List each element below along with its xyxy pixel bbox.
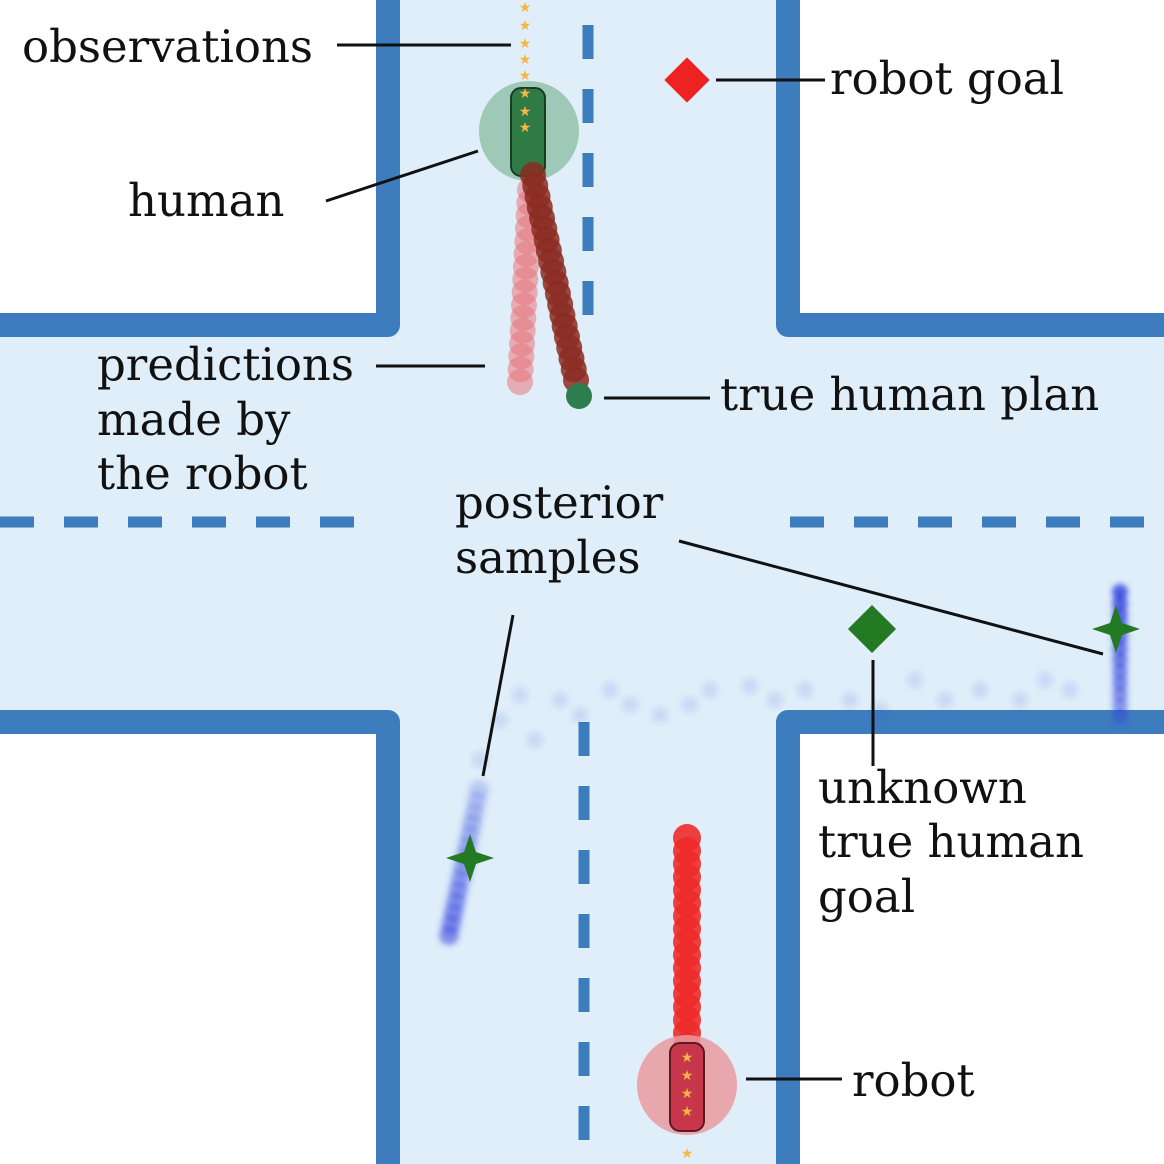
true-goal-marker bbox=[847, 604, 897, 654]
observation-star: ★ bbox=[519, 120, 532, 136]
lane-markings bbox=[0, 25, 1164, 1164]
posterior-dot bbox=[1112, 652, 1128, 669]
robot-observation-star: ★ bbox=[681, 1068, 694, 1084]
label-observations: observations bbox=[22, 20, 313, 73]
posterior-faint-dot bbox=[572, 707, 588, 723]
true-human-plan bbox=[520, 162, 589, 393]
posterior-faint-dot bbox=[682, 697, 698, 713]
posterior-faint-dot bbox=[1062, 682, 1078, 698]
wall-bottom-left bbox=[0, 710, 400, 1164]
posterior-dot bbox=[1112, 686, 1128, 703]
label-unknown-2: true human bbox=[818, 815, 1084, 868]
observation-star: ★ bbox=[519, 52, 532, 68]
observation-star: ★ bbox=[519, 68, 532, 84]
observation-star: ★ bbox=[519, 104, 532, 120]
label-true-human-plan: true human plan bbox=[720, 368, 1099, 421]
robot-observation-star: ★ bbox=[681, 1146, 694, 1162]
posterior-faint-dot bbox=[842, 692, 858, 708]
observation-star: ★ bbox=[519, 18, 532, 34]
posterior-faint-dot bbox=[527, 732, 543, 748]
observation-star: ★ bbox=[519, 36, 532, 52]
observations: ★★★★★★★★ bbox=[519, 0, 532, 136]
leader-posterior-right bbox=[678, 539, 1104, 656]
posterior-faint-dot bbox=[492, 712, 508, 728]
posterior-faint-dot bbox=[652, 707, 668, 723]
robot-observation-star: ★ bbox=[681, 1050, 694, 1066]
label-robot-goal: robot goal bbox=[830, 52, 1064, 105]
posterior-faint-dot bbox=[872, 702, 888, 718]
wall-bottom-right bbox=[776, 710, 1164, 1164]
label-unknown-1: unknown bbox=[818, 761, 1027, 814]
robot-observation-star: ★ bbox=[681, 1104, 694, 1120]
posterior-faint-dot bbox=[742, 678, 758, 694]
leader-posterior-left bbox=[481, 614, 515, 777]
posterior-dot bbox=[469, 780, 489, 800]
posterior-star-left bbox=[446, 834, 494, 882]
label-predictions-2: made by bbox=[97, 393, 291, 446]
label-posterior-1: posterior bbox=[455, 476, 664, 529]
posterior-faint-dot bbox=[552, 692, 568, 708]
true-plan-end bbox=[566, 383, 592, 409]
posterior-faint-dot bbox=[937, 692, 953, 708]
posterior-faint-dot bbox=[512, 687, 528, 703]
posterior-dot bbox=[1112, 674, 1128, 691]
posterior-faint-dot bbox=[1012, 692, 1028, 708]
observation-star: ★ bbox=[519, 0, 532, 16]
posterior-dot bbox=[1112, 663, 1128, 680]
leader-human bbox=[325, 149, 479, 203]
posterior-faint-dot bbox=[602, 682, 618, 698]
posterior-faint-dot bbox=[797, 682, 813, 698]
posterior-dot bbox=[1112, 584, 1128, 600]
label-predictions-3: the robot bbox=[97, 447, 308, 500]
observation-star: ★ bbox=[519, 86, 532, 102]
label-unknown-3: goal bbox=[818, 870, 915, 923]
leader-lines bbox=[325, 43, 1104, 1081]
wall-top-left bbox=[0, 0, 400, 337]
robot-observations: ★ ★ ★ ★ ★ bbox=[681, 1050, 694, 1162]
posterior-faint-dot bbox=[907, 672, 923, 688]
prediction-dot bbox=[507, 369, 533, 395]
label-posterior-2: samples bbox=[455, 531, 641, 584]
posterior-faint-dot bbox=[1037, 672, 1053, 688]
posterior-dot bbox=[1112, 709, 1128, 725]
label-human: human bbox=[128, 174, 284, 227]
robot-agent bbox=[637, 1035, 737, 1135]
human-agent bbox=[479, 81, 579, 181]
posterior-star-right bbox=[1092, 605, 1140, 653]
robot-car bbox=[669, 1042, 705, 1132]
posterior-dot bbox=[1112, 697, 1128, 714]
wall-top-right bbox=[776, 0, 1164, 337]
label-robot: robot bbox=[852, 1054, 975, 1107]
posterior-faint-dot bbox=[702, 682, 718, 698]
robot-observation-star: ★ bbox=[681, 1086, 694, 1102]
posterior-faint-dot bbox=[767, 692, 783, 708]
posterior-faint-dot bbox=[622, 697, 638, 713]
label-predictions-1: predictions bbox=[97, 338, 354, 391]
posterior-faint-dot bbox=[972, 682, 988, 698]
